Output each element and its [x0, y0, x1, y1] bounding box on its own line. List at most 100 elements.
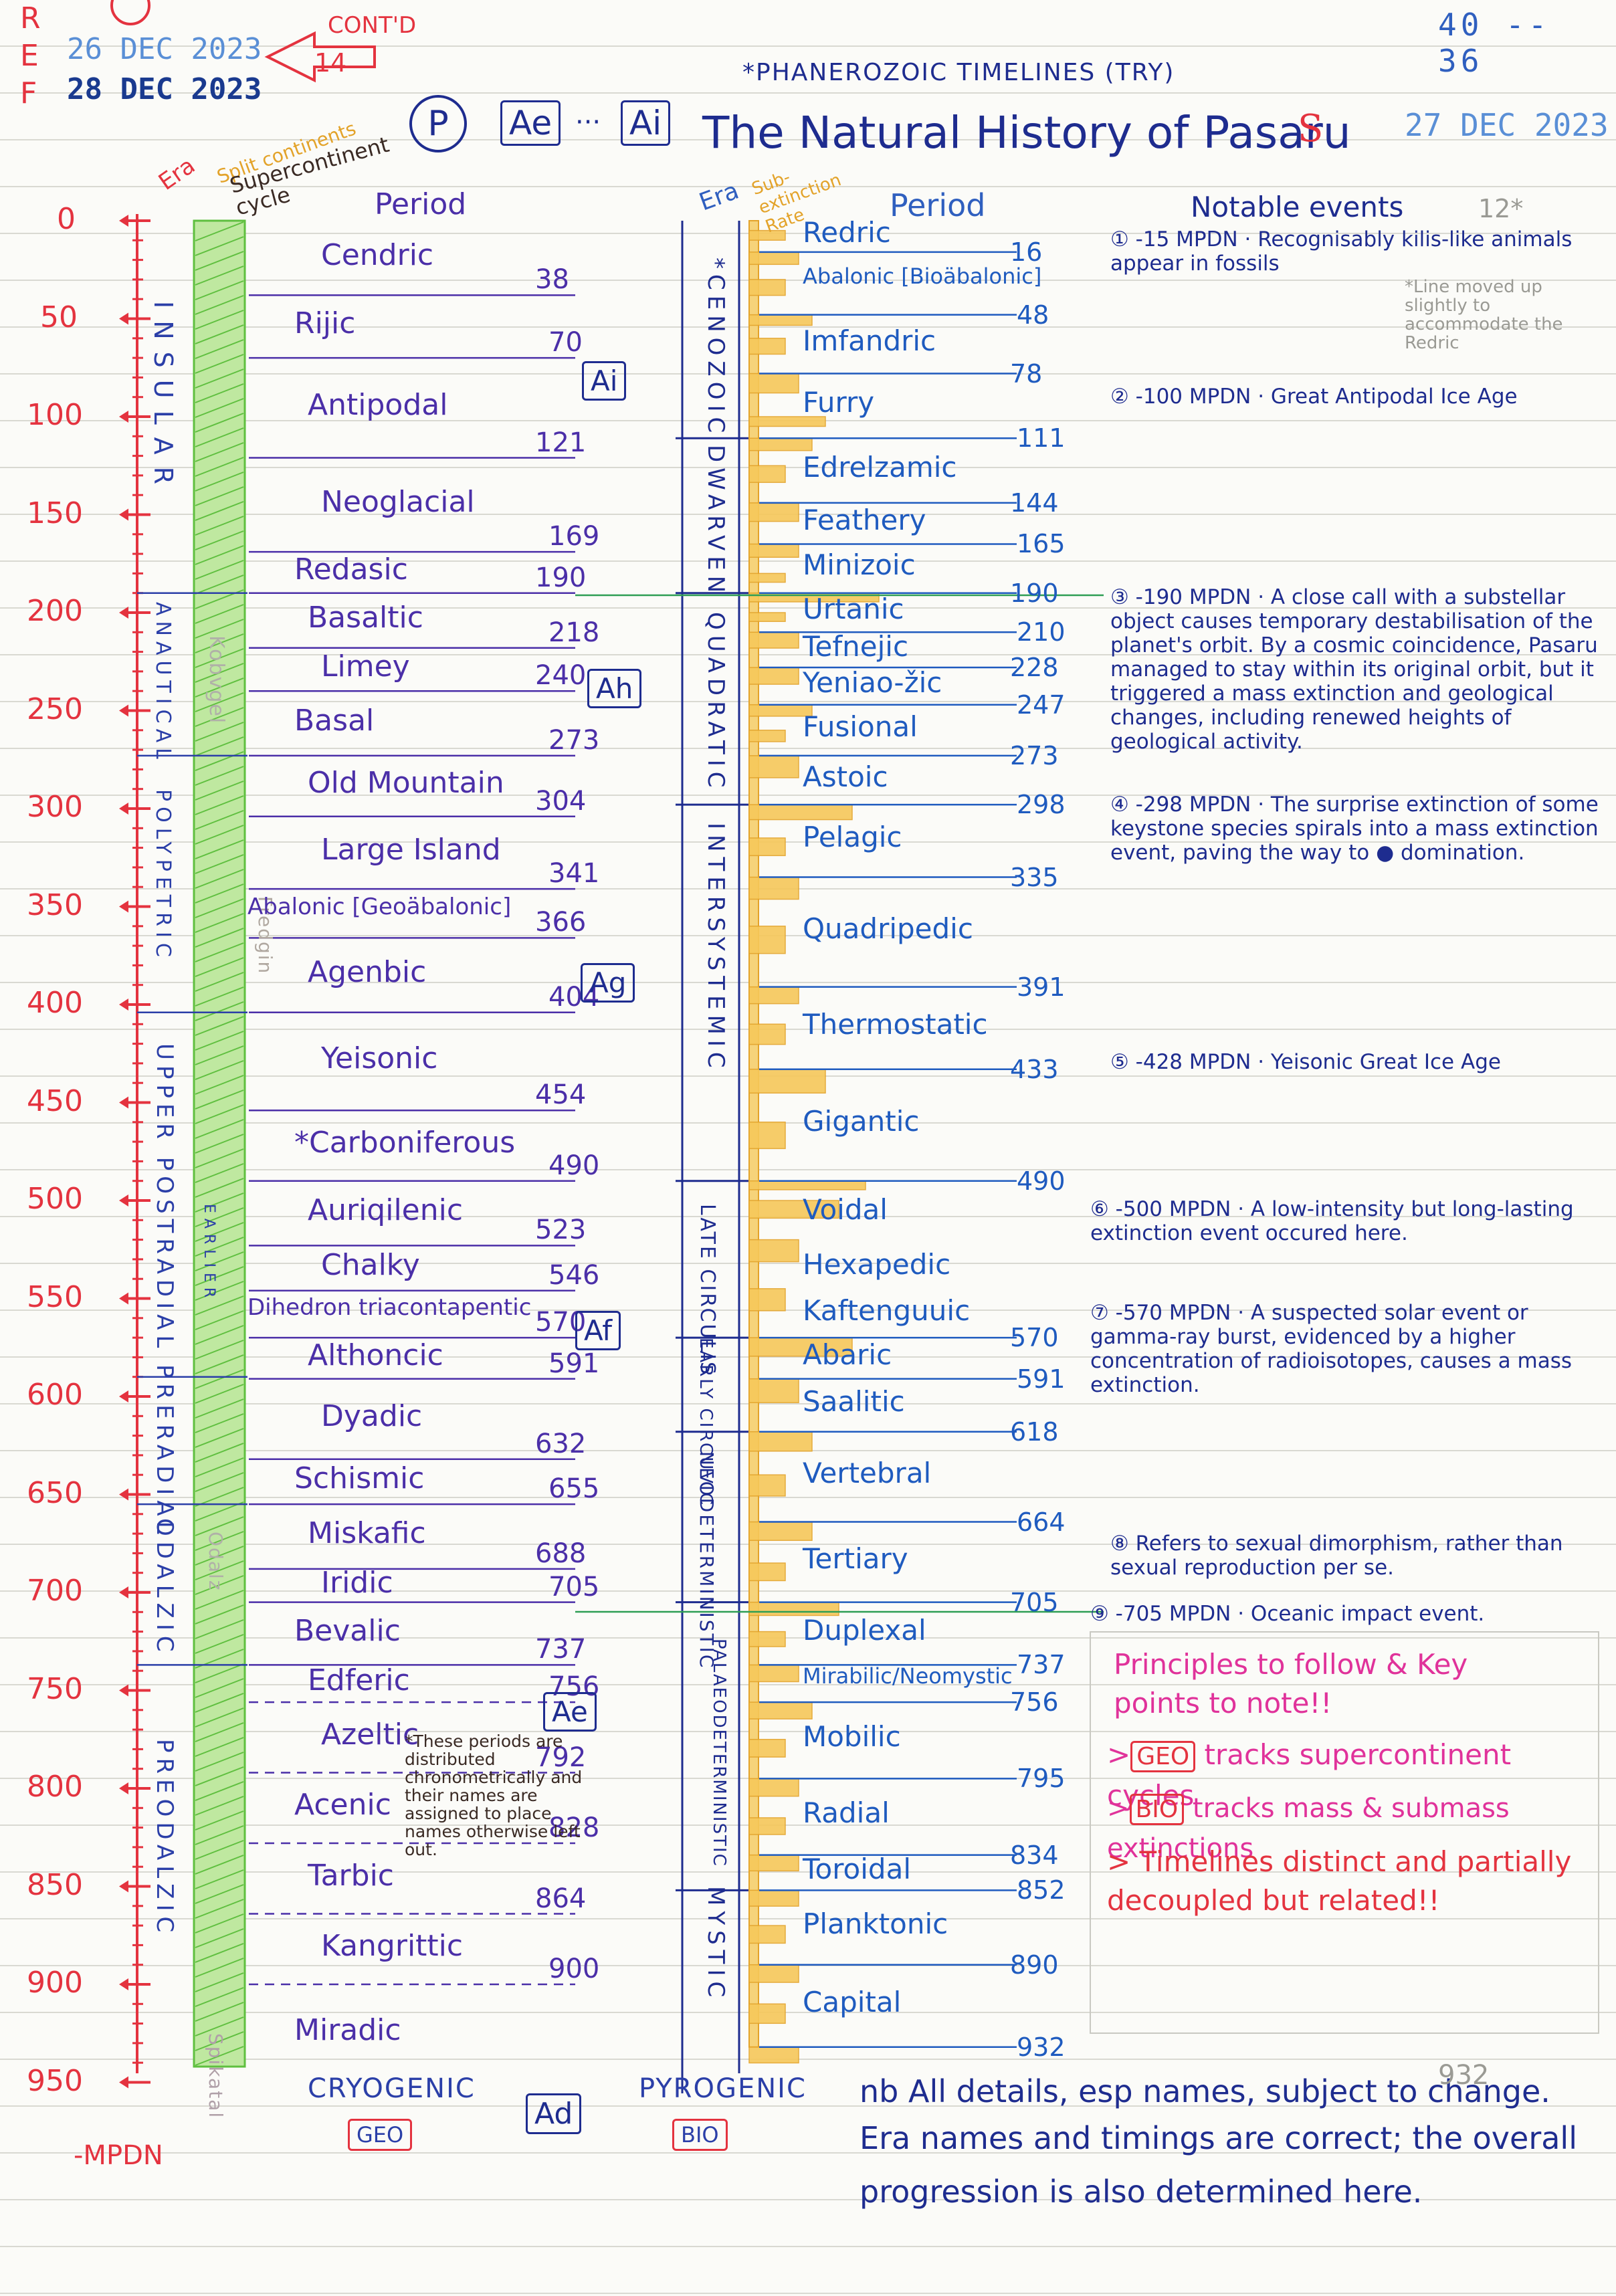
band-hatch-line [195, 898, 244, 918]
band-hatch-line [195, 1340, 244, 1360]
extinction-bar [748, 1378, 799, 1403]
scale-arrow-icon [119, 1978, 128, 1990]
band-hatch-line [195, 795, 244, 815]
bio-period-end: 228 [1010, 653, 1059, 683]
bio-era-neodeterministic: NEODETERMINISTIC [696, 1451, 718, 1670]
band-hatch-line [195, 1237, 244, 1257]
extinction-bar [748, 1925, 786, 1944]
bio-period-label: Tertiary [803, 1542, 908, 1575]
extinction-bar [748, 667, 799, 685]
scale-arrow-icon [119, 999, 128, 1011]
stamp-date-1: 26 DEC 2023 [67, 32, 262, 66]
band-hatch-line [195, 1310, 244, 1330]
geo-period-label: Antipodal [308, 387, 448, 422]
geo-period-end: 688 [535, 1538, 587, 1569]
geo-period-end: 546 [548, 1259, 600, 1291]
stamp-date-2: 28 DEC 2023 [67, 72, 262, 106]
geo-period-end: 454 [535, 1079, 587, 1111]
extinction-bar [748, 1889, 799, 1907]
bio-period-label: Abalonic [Bioäbalonic] [803, 263, 1042, 289]
band-hatch-line [195, 1163, 244, 1183]
band-hatch-line [195, 1987, 244, 2007]
geo-period-end: 169 [548, 521, 600, 552]
extinction-bar [748, 2003, 786, 2024]
band-hatch-line [195, 722, 244, 742]
extinction-bar [748, 1337, 853, 1357]
geo-period-label: Rijic [294, 306, 356, 341]
extinction-bar [748, 612, 786, 622]
extinction-bar [748, 437, 813, 451]
band-hatch-line [195, 883, 244, 904]
geo-period-label: Basal [294, 703, 375, 738]
scale-arrow-icon [119, 1684, 128, 1697]
bio-period-end: 890 [1010, 1950, 1059, 1980]
scale-arrow-icon [119, 1390, 128, 1402]
band-hatch-line [195, 1634, 244, 1654]
geo-period-label: Neoglacial [321, 484, 475, 519]
band-hatch-line [195, 780, 244, 801]
band-hatch-line [195, 1531, 244, 1551]
bio-period-label: Tefnejic [803, 629, 909, 663]
bio-period-label: Urtanic [803, 593, 904, 625]
bio-period-end: 852 [1017, 1875, 1066, 1905]
geo-period-label: Chalky [321, 1248, 420, 1283]
band-hatch-line [195, 1678, 244, 1698]
extinction-bar [748, 986, 799, 1005]
band-hatch-line [195, 457, 244, 477]
band-hatch-line [195, 1016, 244, 1036]
band-hatch-line [195, 1266, 244, 1286]
extinction-bar [748, 1239, 799, 1263]
geo-era-preradial: PRERADIAL [151, 1364, 178, 1540]
band-hatch-line [195, 1752, 244, 1772]
unit-label: -MPDN [74, 2140, 163, 2171]
geo-period-label: Tarbic [308, 1858, 394, 1893]
band-hatch-line [195, 1089, 244, 1110]
extinction-bar [748, 338, 786, 355]
event-3: ③ -190 MPDN · A close call with a subste… [1110, 585, 1598, 754]
extinction-bar [748, 1562, 786, 1582]
geo-period-label: Miskafic [308, 1516, 426, 1551]
bio-period-end: 111 [1017, 423, 1066, 453]
geo-period-label: Abalonic [Geoäbalonic] [247, 893, 512, 920]
extinction-bar [748, 1180, 866, 1190]
band-hatch-line [195, 1972, 244, 1992]
band-hatch-line [195, 633, 244, 653]
eon-ae: Ae [543, 1692, 597, 1732]
extinction-bar [748, 1701, 813, 1719]
scale-arrow-icon [119, 508, 128, 521]
bio-period-label: Edrelzamic [803, 450, 957, 484]
bio-period-end: 190 [1010, 578, 1059, 608]
scale-label: 650 [27, 1475, 83, 1510]
band-hatch-line [195, 736, 244, 756]
bio-period-label: Vertebral [803, 1457, 932, 1490]
extinction-bar [748, 229, 786, 241]
scale-label: 400 [27, 986, 83, 1020]
extinction-bar [748, 465, 786, 484]
bio-period-label: Pelagic [803, 821, 902, 854]
scale-label: 750 [27, 1671, 83, 1706]
geo-period-end: 490 [548, 1150, 600, 1181]
band-hatch-line [195, 1413, 244, 1433]
bio-tag: BIO [1129, 1794, 1185, 1825]
scale-arrow-icon [119, 900, 128, 913]
geo-period-end: 864 [535, 1883, 587, 1914]
geo-period-end: 70 [548, 327, 583, 358]
bio-period-label: Planktonic [803, 1907, 948, 1941]
band-hatch-line [195, 310, 244, 330]
scale-label: 200 [27, 594, 83, 628]
band-hatch-line [195, 1354, 244, 1374]
geo-tag: GEO [1130, 1741, 1196, 1772]
band-hatch-line [195, 1207, 244, 1227]
band-hatch-line [195, 516, 244, 536]
band-hatch-line [195, 236, 244, 256]
geo-era-anautical: ANAUTICAL [151, 602, 175, 764]
bio-era-palaeodeterministic: PALAEODETERMINISTIC [709, 1639, 729, 1867]
scale-label: 800 [27, 1770, 83, 1804]
extinction-bar [748, 730, 786, 742]
event-1: ① -15 MPDN · Recognisably kilis-like ani… [1110, 227, 1573, 276]
scale-arrow-icon [119, 411, 128, 423]
extinction-bar [748, 755, 799, 778]
eon-ad: Ad [526, 2093, 582, 2134]
extinction-bar [748, 876, 799, 900]
band-hatch-line [195, 1045, 244, 1065]
